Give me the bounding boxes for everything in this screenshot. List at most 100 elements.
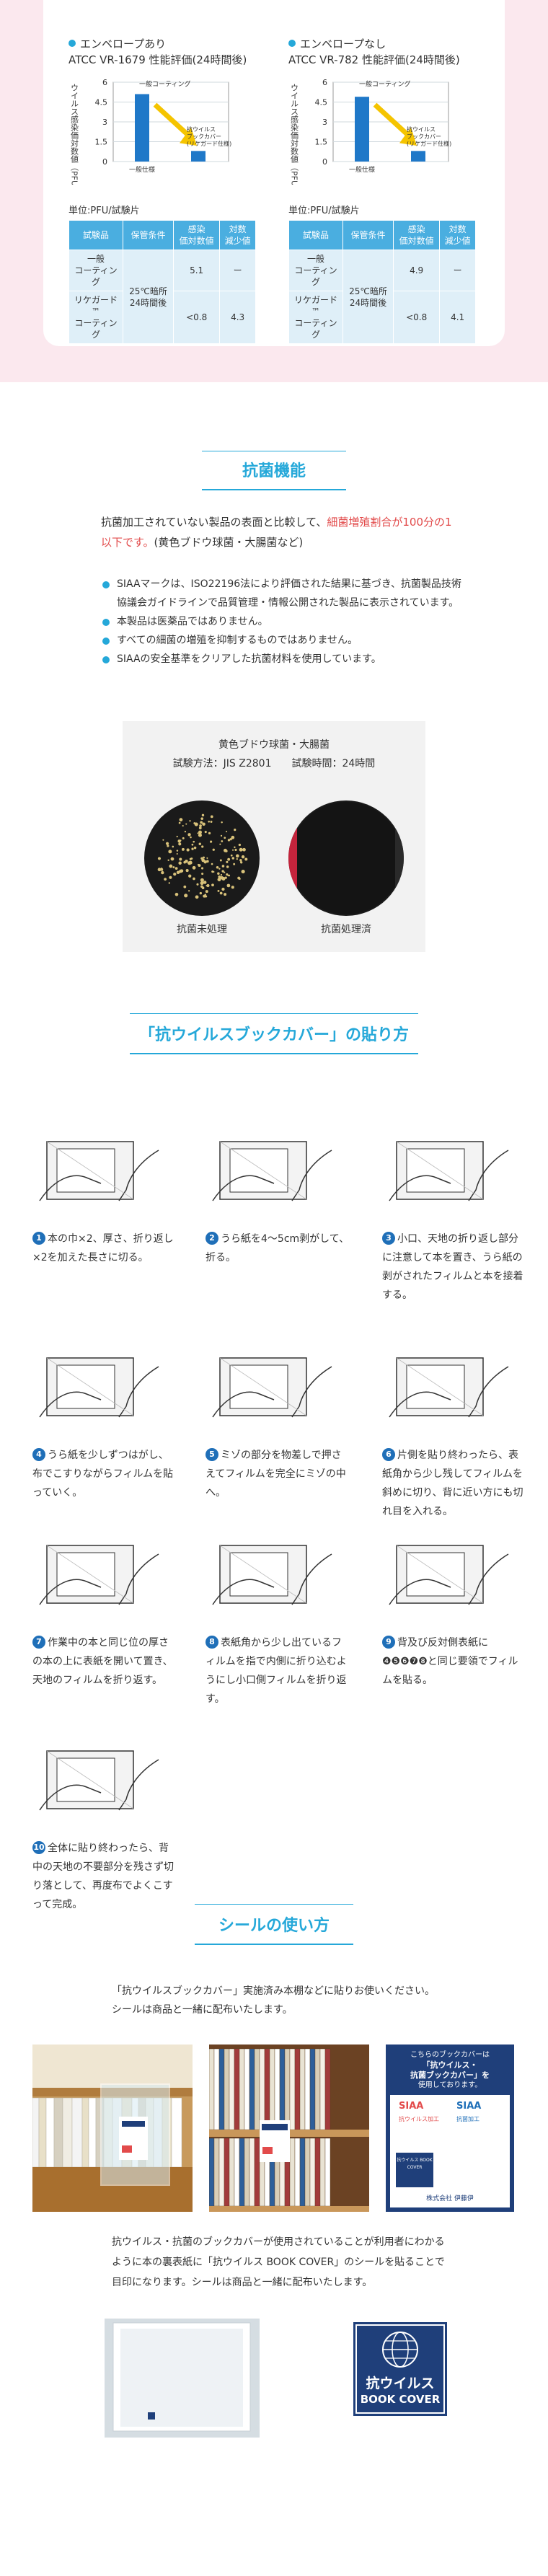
step-illustration [382,1121,519,1215]
bar-annotation-general: 一般コーティング [139,80,190,89]
step-number-badge: 9 [382,1636,395,1649]
step-illustration [32,1338,169,1432]
step-number-badge: 1 [32,1232,45,1245]
step-description: 表紙角から少し出ているフィルムを指で内側に折り込むようにし小口側フィルムを折り返… [206,1637,347,1705]
poster-line: こちらのブックカバーは [410,2051,490,2059]
table-header: 試験品 [68,220,123,250]
reduction-arrow [373,102,412,138]
bullet-item: 本製品は医薬品ではありません。 [101,612,461,631]
bar [411,151,425,162]
poster-line: 抗菌ブックカバー」を [410,2070,490,2080]
chart-subtitle: ATCC VR-782 性能評価(24時間後) [288,53,460,66]
bar-chart-non-enveloped: ウイルス感染価対数値（PFU／試験片）64.531.50一般コーティング抗ウイル… [290,78,452,185]
bar-annotation-general: 一般コーティング [359,80,410,89]
siaa-sub-virus: 抗ウイルス加工 [399,2116,439,2122]
poster-company: 株式会社 伊藤伊 [426,2195,474,2202]
reduction-arrow [153,102,192,138]
table-cell: 一般コーティング [288,250,343,291]
bar-annotation-product: ブックカバー [407,133,441,140]
bullet-dot-icon [68,40,76,47]
sticker-sub-text: BOOK COVER [360,2393,441,2406]
shelf-photo-stand [32,2045,193,2212]
seal-poster: こちらのブックカバーは 「抗ウイルス・ 抗菌ブックカバー」を 使用しております。… [386,2045,514,2212]
step-number-badge: 6 [382,1448,395,1461]
bar-annotation-product: (リケガード仕様) [187,140,231,147]
test-bacteria: 黄色ブドウ球菌・大腸菌 [218,739,330,751]
step-illustration [382,1525,519,1619]
step-number-badge: 5 [206,1448,218,1461]
chart-title-text: エンベロープなし [300,38,386,50]
step-illustration [382,1338,519,1432]
step-description: 片側を貼り終わったら、表紙角から少し残してフィルムを斜めに切り、背に近い方にも切… [382,1450,523,1517]
step-illustration [32,1731,169,1825]
step-number-badge: 8 [206,1636,218,1649]
x-category-label: 一般仕様 [129,165,155,174]
bar [135,94,149,162]
heading-rule-bottom [195,1944,353,1945]
step-illustration [206,1121,342,1215]
table-cell: <0.8 [392,291,441,344]
poster-book-cover-badge: 抗ウイルス BOOK COVER [396,2153,433,2187]
y-tick-label: 6 [102,78,107,87]
test-method: 試験方法：JIS Z2801 試験時間：24時間 [172,758,376,769]
bullet-item: すべての細菌の増殖を抑制するものではありません。 [101,631,461,650]
step-number-badge: 10 [32,1841,45,1854]
intro-text: 抗菌加工されていない製品の表面と比較して、 [101,516,327,529]
dish-label-treated: 抗菌処理済 [321,924,371,935]
chart-panel-enveloped: エンベロープあり ATCC VR-1679 性能評価(24時間後) ウイルス感染… [68,36,285,185]
y-tick-label: 4.5 [315,98,328,107]
unit-label: 単位:PFU/試験片 [68,206,140,216]
heading-rule-bottom [202,489,346,490]
step-illustration [32,1121,169,1215]
chart-subtitle: ATCC VR-1679 性能評価(24時間後) [68,53,247,66]
table-header: 対数減少値 [219,220,256,250]
howto-heading: 「抗ウイルスブックカバー」の貼り方 [138,1026,409,1044]
bar-annotation-product: (リケガード仕様) [407,140,451,147]
bullet-item: SIAAマークは、ISO22196法により評価された結果に基づき、抗菌製品技術協… [101,575,461,612]
poster-line: 使用しております。 [417,2081,482,2089]
table-cell: ー [219,250,256,291]
bullet-dot-icon [288,40,296,47]
step-number-badge: 7 [32,1636,45,1649]
table-header: 対数減少値 [439,220,476,250]
sticker-main-text: 抗ウイルス [366,2376,435,2391]
step-illustration [206,1525,342,1619]
table-header: 感染価対数値 [392,220,441,250]
table-cell: 5.1 [172,250,221,291]
table-header: 保管条件 [342,220,394,250]
table-header: 試験品 [288,220,343,250]
table-cell: 4.1 [439,291,476,344]
step-description: 背及び反対側表紙に❹❺❻❼❽と同じ要領でフィルムを貼る。 [382,1637,518,1686]
bar-chart-enveloped: ウイルス感染価対数値（PFU／試験片）64.531.50一般コーティング抗ウイル… [70,78,232,185]
step-description: ミゾの部分を物差しで押さえてフィルムを完全にミゾの中へ。 [206,1450,346,1499]
y-tick-label: 6 [322,78,327,87]
step-description: 小口、天地の折り返し部分に注意して本を置き、うら紙の剥がされたフィルムと本を接着… [382,1233,523,1301]
chart-title: エンベロープなし [288,36,505,52]
bar-annotation-product: 抗ウイルス [407,125,436,133]
petri-dish-untreated [144,800,260,916]
siaa-sub-bacteria: 抗菌加工 [456,2116,480,2122]
test-result-box: 黄色ブドウ球菌・大腸菌 試験方法：JIS Z2801 試験時間：24時間 抗菌未… [123,721,425,952]
petri-dish-treated [288,800,404,916]
y-tick-label: 3 [322,118,327,127]
seal-text-3: 抗ウイルス・抗菌のブックカバーが使用されていることが利用者にわかるように本の裏表… [112,2236,445,2288]
heading-rule-bottom [130,1053,418,1054]
intro-highlight: 細菌増殖割合が100分の1以下です。 [101,516,452,549]
antibac-heading: 抗菌機能 [242,462,306,480]
table-cell: 4.3 [219,291,256,344]
step-description: 作業中の本と同じ位の厚さの本の上に表紙を開いて置き、天地のフィルムを折り返す。 [32,1637,173,1686]
seal-text-2: シールは商品と一緒に配布いたします。 [112,2004,293,2016]
